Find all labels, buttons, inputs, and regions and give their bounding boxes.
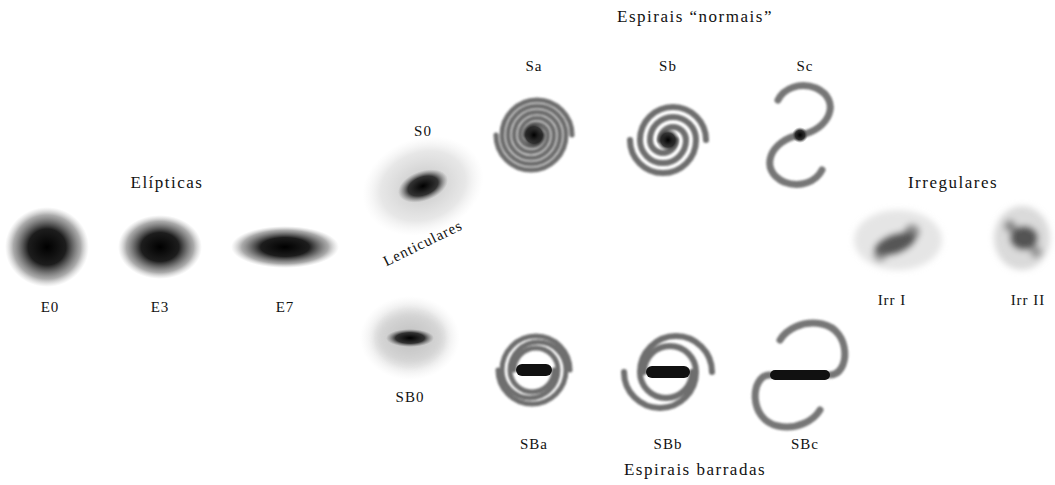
class-label: SB0 (396, 390, 425, 405)
group-heading: Irregulares (908, 174, 998, 191)
class-label: SBa (520, 437, 548, 452)
class-label: Sc (797, 59, 814, 74)
class-label: SBc (791, 437, 819, 452)
class-label: E0 (41, 300, 60, 315)
class-label: S0 (414, 124, 432, 139)
class-label: Sa (526, 59, 543, 74)
class-label: Irr II (1011, 293, 1046, 308)
class-label: E7 (276, 300, 295, 315)
group-heading: Espirais “normais” (617, 8, 773, 25)
class-label: Irr I (878, 293, 907, 308)
class-label: Sb (659, 59, 677, 74)
class-label: SBb (654, 437, 683, 452)
group-heading: Espirais barradas (624, 461, 766, 478)
class-label: E3 (151, 300, 170, 315)
group-heading: Elípticas (131, 174, 204, 191)
